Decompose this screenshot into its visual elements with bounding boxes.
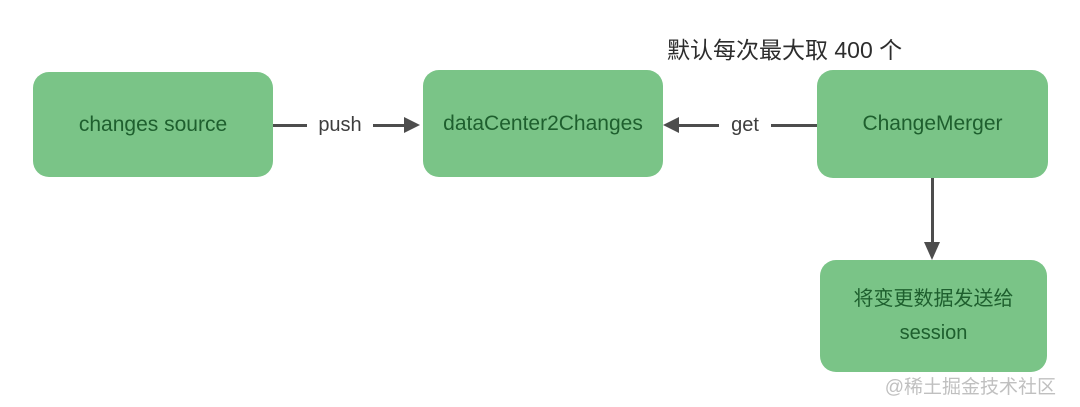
node-send-to-session-label-line2: session (899, 322, 968, 344)
push-edge-label: push (318, 114, 362, 136)
push-edge-line-right (373, 124, 404, 127)
get-edge-label: get (731, 114, 759, 136)
node-send-to-session-label-line1: 将变更数据发送给 (853, 288, 1014, 310)
push-edge-line-left (273, 124, 307, 127)
annotation-max-fetch: 默认每次最大取 400 个 (667, 37, 903, 63)
node-changes-source: changes source (33, 72, 273, 177)
down-edge-line (931, 178, 934, 242)
node-datacenter2changes: dataCenter2Changes (423, 70, 663, 177)
arrowhead-down-icon (924, 242, 940, 260)
node-changemerger: ChangeMerger (817, 70, 1048, 178)
node-send-to-session: 将变更数据发送给 session (820, 260, 1047, 372)
watermark: @稀土掘金技术社区 (884, 377, 1056, 398)
get-edge-line-right (771, 124, 817, 127)
node-changemerger-label: ChangeMerger (862, 112, 1003, 135)
node-datacenter2changes-label: dataCenter2Changes (443, 111, 643, 135)
get-edge-line-left (679, 124, 719, 127)
arrowhead-left-icon (663, 117, 679, 133)
node-changes-source-label: changes source (78, 112, 228, 136)
arrowhead-right-icon (404, 117, 420, 133)
